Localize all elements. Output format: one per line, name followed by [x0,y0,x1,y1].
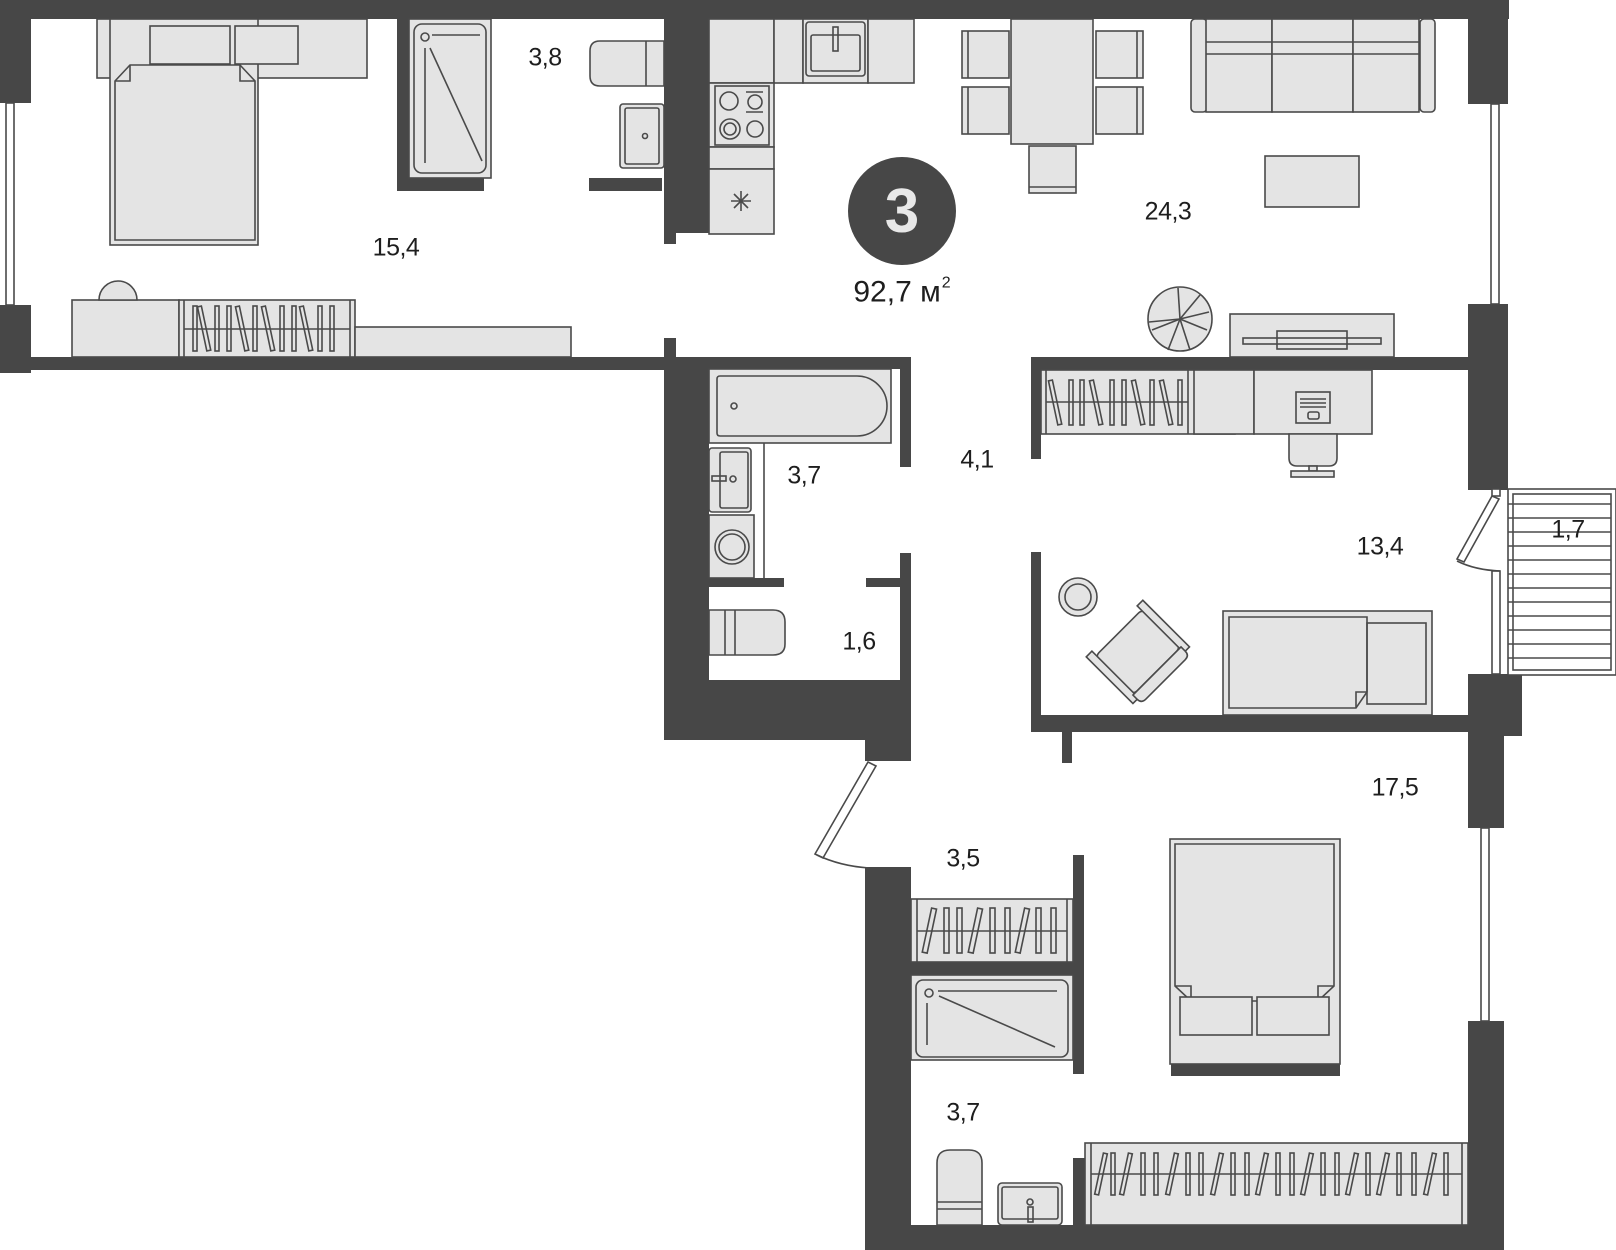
entrance-door[interactable] [813,760,878,869]
area-unit: м [920,275,941,309]
bedroom-1-furniture [71,18,572,358]
bathroom-3-furniture [910,974,1074,1226]
area-unit-power: 2 [941,274,951,292]
bedroom-3-furniture [1084,838,1469,1226]
plant-icon [1148,287,1210,351]
bathroom-2-furniture [708,368,892,656]
room-area-kitchen-living: 24,3 [1144,197,1192,226]
room-area-hallway: 4,1 [960,445,994,474]
total-area-value: 92,7 [853,275,912,309]
walls [0,0,1522,1250]
room-area-balcony: 1,7 [1551,515,1585,544]
armchair [1085,599,1191,705]
room-area-wardrobe: 3,5 [946,844,980,873]
windows [5,102,1500,1022]
room-area-toilet: 1,6 [842,627,876,656]
hangers-icon [1047,379,1183,426]
room-area-bathroom-2: 3,7 [787,461,821,490]
room-count-badge: 3 [848,157,956,265]
balcony-door[interactable] [1455,494,1501,572]
hangers-icon [921,907,1057,955]
balcony [1491,488,1616,676]
room-area-bedroom-2: 13,4 [1356,532,1404,561]
bedroom-2-furniture [1040,369,1433,716]
room-area-bathroom-1: 3,8 [528,43,562,72]
hangers-icon [192,305,335,352]
room-area-bedroom-1: 15,4 [372,233,420,262]
room-area-bathroom-3: 3,7 [946,1098,980,1127]
hangers-icon [1093,1152,1449,1196]
wardrobe-furniture [910,898,1074,963]
dining-furniture [961,18,1144,194]
bathroom-1-furniture [408,18,665,179]
doors[interactable] [813,494,1501,869]
total-area: 92,7 м2 [853,275,950,310]
kitchen-furniture [708,18,915,235]
room-area-bedroom-3: 17,5 [1371,773,1419,802]
sofa-furniture [1147,18,1436,358]
snowflake-icon [731,191,751,211]
